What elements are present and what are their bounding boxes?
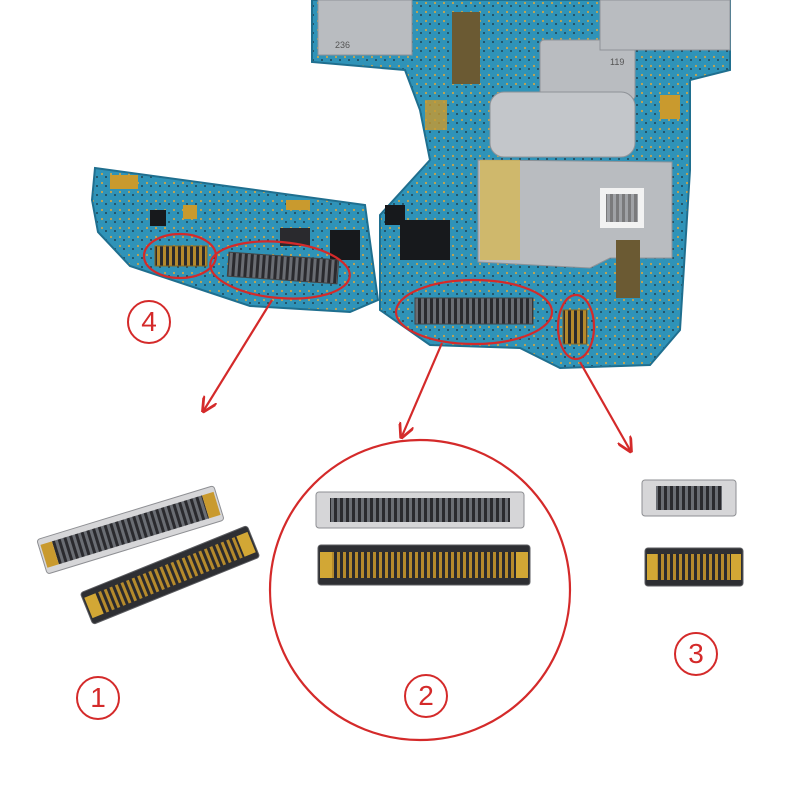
- label-3: 3: [674, 632, 718, 676]
- rf-shield-top-right: [599, 0, 731, 51]
- connector-type-1-a: [37, 485, 224, 574]
- label-4: 4: [127, 300, 171, 344]
- board-connector-1: [226, 251, 340, 285]
- rf-shield-middle: [489, 91, 636, 158]
- label-1: 1: [76, 676, 120, 720]
- connector-type-3-b: [644, 547, 744, 587]
- annotation-marks: [142, 232, 630, 742]
- connector-type-2-a: [315, 491, 525, 529]
- connector-type-3-a: [641, 479, 737, 517]
- label-2: 2: [404, 674, 448, 718]
- connector-type-2-b: [317, 544, 531, 586]
- shield-mark: 236: [335, 40, 350, 50]
- connector-type-1-b: [80, 525, 260, 625]
- board-connector-2: [414, 297, 534, 325]
- board-connector-4-small: [154, 245, 208, 267]
- shield-mark: 119: [610, 57, 624, 67]
- board-connector-3: [562, 309, 588, 345]
- board-chips: [150, 12, 680, 298]
- gold-pad: [480, 160, 520, 260]
- rf-shield-top-left: 236: [317, 0, 413, 56]
